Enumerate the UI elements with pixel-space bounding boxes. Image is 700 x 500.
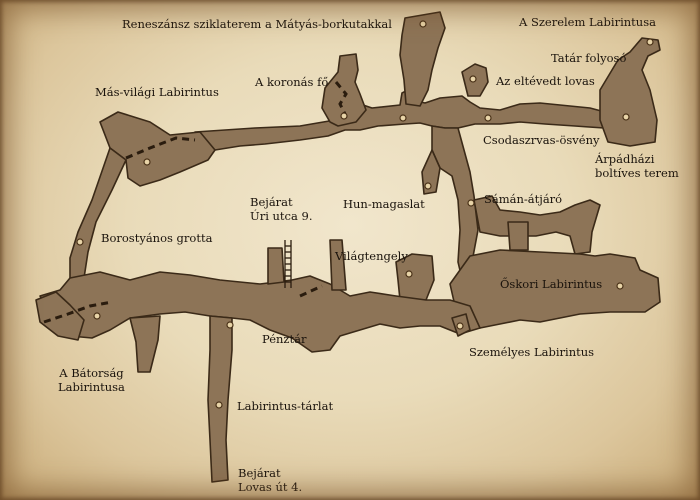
label-entrance-lovas-line1: Bejárat [238, 466, 281, 480]
label-hun: Hun-magaslat [343, 197, 425, 211]
marker-arpad[interactable] [622, 113, 630, 121]
label-courage-line1: A Bátorság [59, 366, 124, 380]
label-entrance-uri-line1: Bejárat [250, 195, 293, 209]
world-axis-room [395, 253, 435, 301]
dashed-tunnel-center [299, 284, 323, 298]
label-courage-line2: Labirintusa [58, 380, 125, 394]
label-courage: A Bátorság Labirintusa [58, 366, 125, 394]
label-deer-path: Csodaszrvas-ösvény [483, 133, 600, 147]
otherworld-labyrinth [99, 111, 216, 187]
marker-renaissance[interactable] [419, 20, 427, 28]
label-entrance-uri: Bejárat Úri utca 9. [250, 195, 312, 223]
crowned-head-room [321, 53, 367, 127]
marker-cashier[interactable] [226, 321, 234, 329]
label-world-axis: Világtengely [335, 249, 408, 263]
marker-ancient[interactable] [616, 282, 624, 290]
courage-spur [129, 315, 161, 373]
label-amber: Borostyános grotta [101, 231, 213, 245]
label-renaissance: Reneszánsz sziklaterem a Mátyás-borkutak… [122, 17, 392, 31]
renaissance-hall [399, 11, 446, 107]
label-otherworld: Más-világi Labirintus [95, 85, 219, 99]
entrance-uri-shaft [267, 247, 285, 285]
marker-amber[interactable] [76, 238, 84, 246]
label-crowned-head: A koronás fő [255, 75, 329, 89]
marker-lost-horseman[interactable] [469, 75, 477, 83]
gallery-corridor [207, 315, 233, 483]
ladder-icon [284, 240, 292, 288]
marker-otherworld[interactable] [143, 158, 151, 166]
label-entrance-lovas: Bejárat Lovas út 4. [238, 466, 302, 494]
label-ancient: Őskori Labirintus [500, 277, 603, 291]
label-love: A Szerelem Labirintusa [519, 15, 656, 29]
label-tatar: Tatár folyosó [551, 51, 627, 65]
label-arpad-line1: Árpádházi [595, 152, 655, 166]
marker-deer-path[interactable] [484, 114, 492, 122]
dashed-tunnel-otherworld [125, 136, 196, 160]
marker-world-axis[interactable] [405, 270, 413, 278]
marker-top-corridor[interactable] [399, 114, 407, 122]
marker-personal[interactable] [456, 322, 464, 330]
marker-love[interactable] [646, 38, 654, 46]
marker-crowned-head[interactable] [340, 112, 348, 120]
passage-left-descent [69, 147, 127, 281]
label-entrance-uri-line2: Úri utca 9. [250, 209, 313, 223]
label-arpad-line2: boltíves terem [595, 166, 679, 180]
label-entrance-lovas-line2: Lovas út 4. [238, 480, 303, 494]
label-shaman: Sámán-átjáró [484, 192, 563, 206]
label-arpad: Árpádházi boltíves terem [595, 152, 679, 180]
marker-gallery[interactable] [215, 401, 223, 409]
marker-courage[interactable] [93, 312, 101, 320]
label-gallery: Labirintus-tárlat [237, 399, 334, 413]
love-labyrinth [599, 37, 661, 147]
world-axis-connector [329, 239, 347, 291]
dashed-tunnel-courage [43, 300, 113, 324]
label-lost-horseman: Az eltévedt lovas [496, 74, 595, 88]
marker-shaman[interactable] [467, 199, 475, 207]
label-cashier: Pénztár [262, 332, 307, 346]
shaman-stub [507, 221, 529, 251]
marker-hun[interactable] [424, 182, 432, 190]
label-personal: Személyes Labirintus [469, 345, 595, 359]
